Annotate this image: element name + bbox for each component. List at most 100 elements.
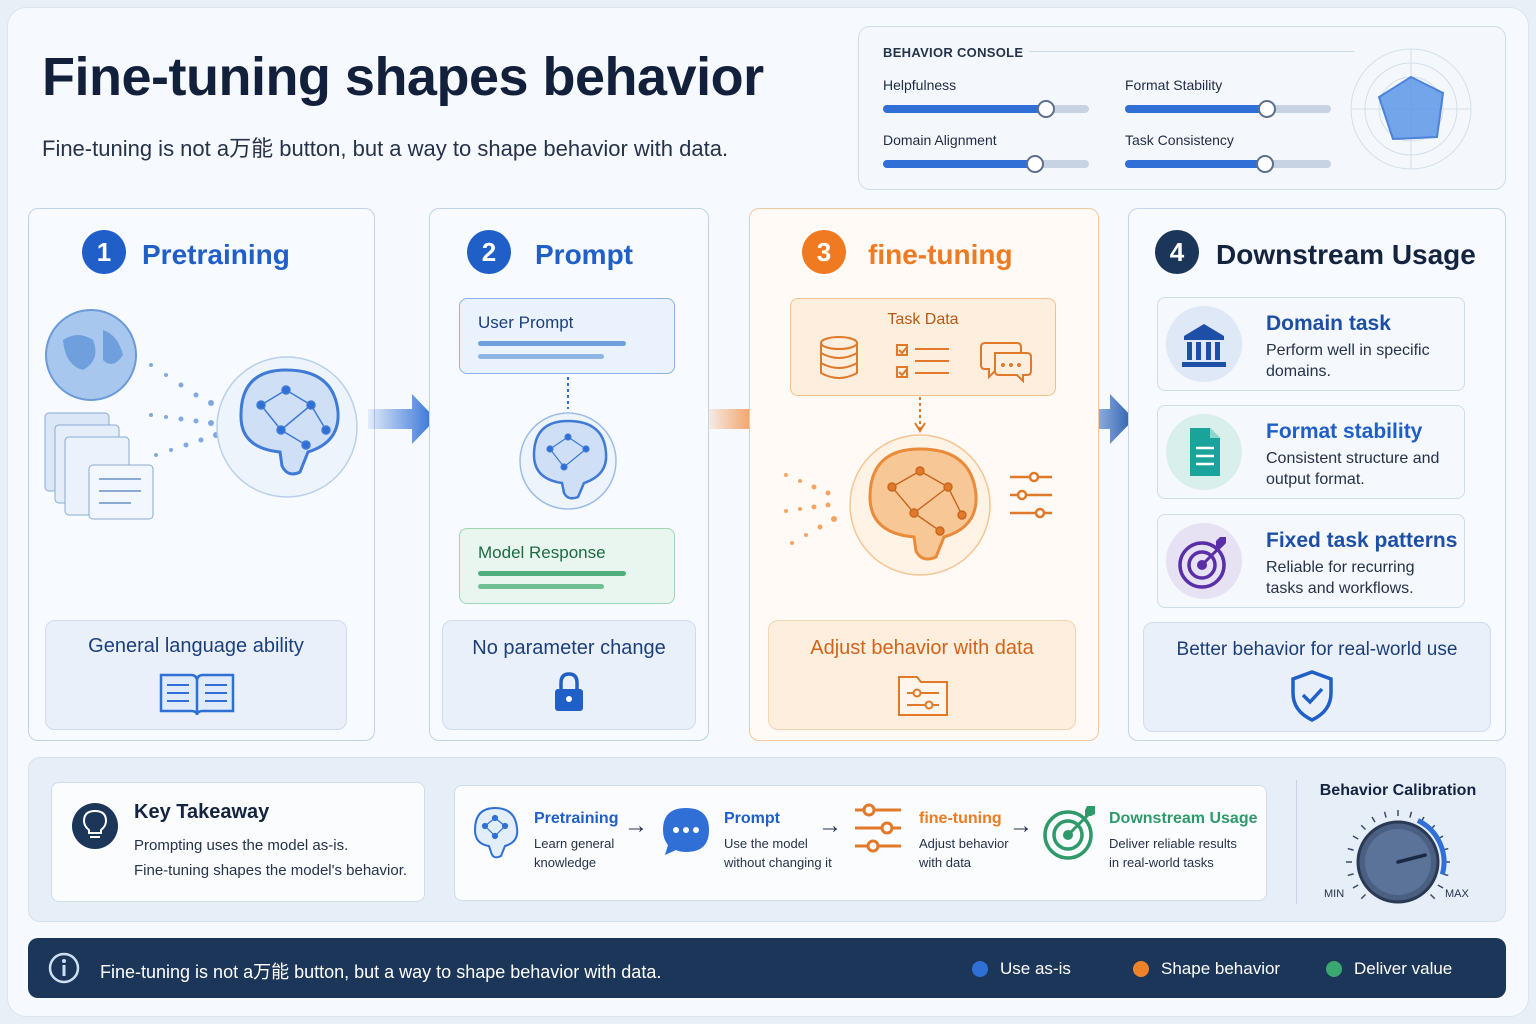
slider-knob[interactable] bbox=[1258, 100, 1277, 118]
stage-title: Pretraining bbox=[142, 239, 290, 270]
brain-icon bbox=[473, 806, 519, 859]
slider-fill bbox=[883, 160, 1036, 168]
slider-format-stability[interactable]: Format Stability bbox=[1125, 77, 1331, 118]
bank-icon-circle bbox=[1166, 306, 1242, 382]
target-icon bbox=[1178, 537, 1226, 589]
downstream-item-desc: Reliable for recurring tasks and workflo… bbox=[1266, 559, 1415, 597]
slider-domain-alignment[interactable]: Domain Alignment bbox=[883, 132, 1089, 173]
slider-track[interactable] bbox=[1125, 155, 1331, 173]
flow-step-desc: Deliver reliable results bbox=[1109, 836, 1237, 851]
legend-label: Shape behavior bbox=[1161, 959, 1281, 978]
stage-title: fine-tuning bbox=[868, 239, 1013, 270]
slider-track[interactable] bbox=[883, 155, 1089, 173]
stage-number: 3 bbox=[802, 230, 846, 274]
footer-message: Fine-tuning is not a万能 button, but a way… bbox=[100, 962, 662, 982]
stage-number: 4 bbox=[1155, 230, 1199, 274]
slider-label: Domain Alignment bbox=[883, 132, 997, 148]
process-flow-strip: Pretraining Learn general knowledge → Pr… bbox=[454, 785, 1267, 901]
behavior-console: BEHAVIOR CONSOLE Helpfulness Format Stab… bbox=[858, 26, 1506, 190]
flow-step-desc: Adjust behavior bbox=[919, 836, 1009, 851]
task-data-label: Task Data bbox=[887, 311, 959, 328]
radar-chart-icon bbox=[1350, 48, 1472, 170]
stage-number: 2 bbox=[467, 230, 511, 274]
slider-track[interactable] bbox=[883, 100, 1089, 118]
globe-documents-brain-icon bbox=[44, 309, 358, 520]
dial-max-label: MAX bbox=[1445, 888, 1469, 900]
stage-summary: General language ability bbox=[88, 635, 304, 657]
target-icon bbox=[1043, 806, 1095, 860]
flow-step-title: fine-tuning bbox=[919, 810, 1002, 827]
flow-arrow-icon: → bbox=[818, 812, 842, 839]
legend-item: Shape behavior bbox=[1133, 959, 1280, 979]
dial-tick bbox=[1360, 893, 1367, 900]
dial-min-label: MIN bbox=[1324, 888, 1345, 900]
dial-tick bbox=[1429, 893, 1436, 900]
downstream-item-title: Format stability bbox=[1266, 420, 1423, 443]
console-divider bbox=[1029, 51, 1354, 52]
dial-tick bbox=[1347, 873, 1354, 877]
document-icon-circle bbox=[1166, 414, 1242, 490]
stage-number: 1 bbox=[82, 230, 126, 274]
takeaway-line: Fine-tuning shapes the model's behavior. bbox=[134, 862, 408, 879]
slider-knob[interactable] bbox=[1036, 100, 1055, 118]
bank-icon bbox=[1182, 324, 1226, 367]
downstream-item-domain-task: Domain task Perform well in specific dom… bbox=[1157, 297, 1465, 391]
stage-summary-box: Better behavior for real-world use bbox=[1143, 622, 1491, 732]
lock-icon bbox=[555, 672, 583, 711]
flow-step-desc: Learn general bbox=[534, 836, 615, 851]
stage-summary-box: General language ability bbox=[45, 620, 347, 730]
slider-fill bbox=[883, 105, 1046, 113]
dial-tick bbox=[1409, 811, 1413, 818]
stage-card-pretraining: 1 Pretraining General language ability bbox=[28, 208, 375, 741]
stage-summary: Better behavior for real-world use bbox=[1176, 639, 1458, 660]
slider-task-consistency[interactable]: Task Consistency bbox=[1125, 132, 1331, 173]
flow-step-desc: Use the model bbox=[724, 836, 808, 851]
model-brain-icon bbox=[519, 377, 617, 510]
dial-tick bbox=[1352, 884, 1359, 889]
flow-step-title: Downstream Usage bbox=[1109, 810, 1258, 827]
flow-step-desc: with data bbox=[919, 855, 972, 870]
downstream-item-desc: Perform well in specific domains. bbox=[1266, 342, 1430, 380]
slider-fill bbox=[1125, 160, 1266, 168]
arrow-right-icon bbox=[368, 394, 436, 444]
sliders-icon bbox=[855, 803, 901, 853]
calibration-dial[interactable] bbox=[1338, 806, 1458, 916]
legend-label: Use as-is bbox=[1000, 959, 1071, 978]
stage-summary: Adjust behavior with data bbox=[810, 637, 1034, 659]
slider-label: Format Stability bbox=[1125, 77, 1223, 93]
slider-label: Task Consistency bbox=[1125, 132, 1234, 148]
arrow-right-icon bbox=[1066, 394, 1134, 444]
slider-fill bbox=[1125, 105, 1268, 113]
legend-dot bbox=[972, 961, 988, 977]
flow-arrow-icon: → bbox=[1009, 812, 1033, 839]
page-subtitle: Fine-tuning is not a万能 button, but a way… bbox=[42, 136, 729, 161]
panel-divider bbox=[1296, 780, 1297, 904]
slider-helpfulness[interactable]: Helpfulness bbox=[883, 77, 1089, 118]
target-icon-circle bbox=[1166, 523, 1242, 599]
legend-item: Deliver value bbox=[1326, 959, 1452, 979]
dial-tick bbox=[1347, 847, 1354, 851]
downstream-item-title: Domain task bbox=[1266, 312, 1391, 335]
chat-bubble-icon bbox=[663, 808, 709, 855]
slider-knob[interactable] bbox=[1256, 155, 1275, 173]
text-line bbox=[478, 584, 604, 589]
slider-track[interactable] bbox=[1125, 100, 1331, 118]
stage-title: Prompt bbox=[535, 239, 633, 270]
document-icon bbox=[1190, 428, 1220, 476]
downstream-item-desc: Consistent structure and output format. bbox=[1266, 450, 1440, 488]
flow-step-desc: without changing it bbox=[724, 855, 832, 870]
console-title: BEHAVIOR CONSOLE bbox=[883, 45, 1024, 60]
downstream-item-fixed-task-patterns: Fixed task patterns Reliable for recurri… bbox=[1157, 514, 1465, 608]
slider-label: Helpfulness bbox=[883, 77, 957, 93]
shield-check-icon bbox=[1291, 670, 1333, 722]
legend-label: Deliver value bbox=[1354, 959, 1453, 978]
lightbulb-icon bbox=[72, 803, 118, 849]
folder-settings-icon bbox=[898, 676, 948, 716]
takeaway-title: Key Takeaway bbox=[134, 801, 270, 823]
stage-card-prompt: 2 Prompt User Prompt Model Response No p… bbox=[429, 208, 709, 741]
slider-knob[interactable] bbox=[1026, 155, 1045, 173]
stage-card-fine-tuning: 3 fine-tuning Task Data Adjust behavior … bbox=[749, 208, 1099, 741]
user-prompt-label: User Prompt bbox=[478, 313, 574, 332]
fine-tuned-brain-icon bbox=[784, 397, 1052, 576]
stage-summary-box: Adjust behavior with data bbox=[768, 620, 1076, 730]
